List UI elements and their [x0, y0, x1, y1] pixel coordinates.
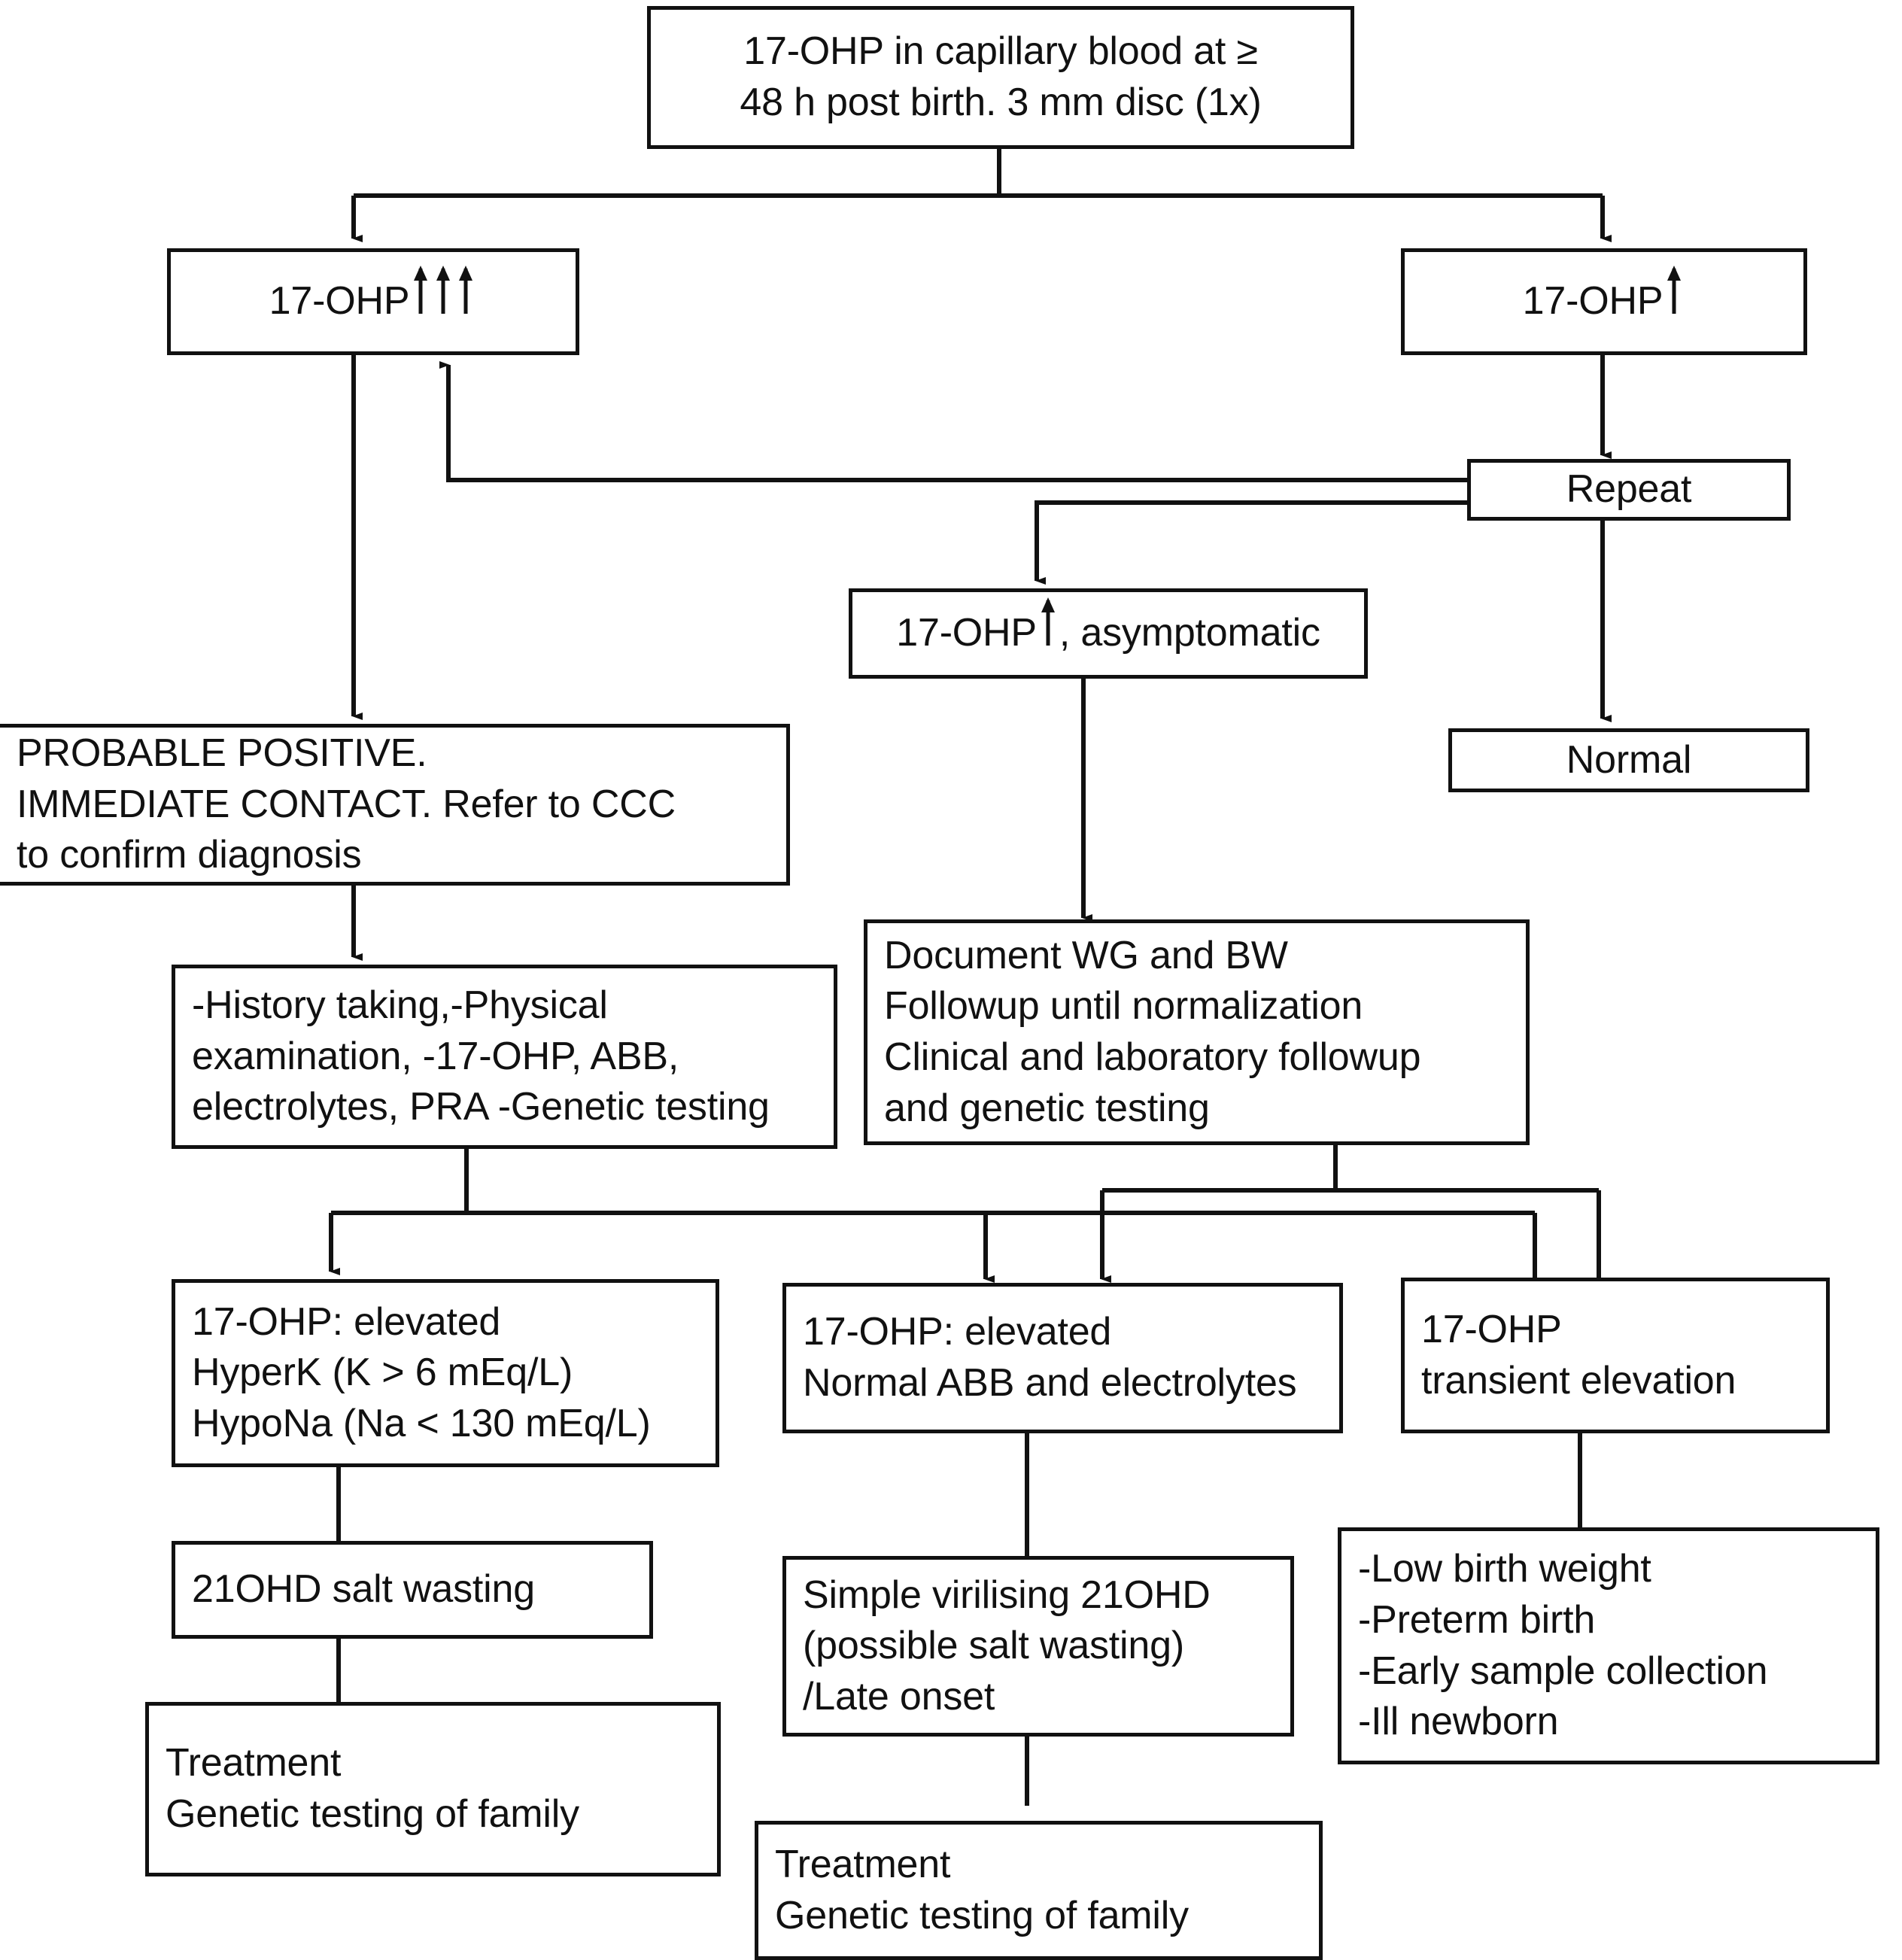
node-transient-causes[interactable]: -Low birth weight -Preterm birth -Early …	[1338, 1527, 1879, 1764]
node-workup[interactable]: -History taking,-Physical examination, -…	[172, 965, 837, 1149]
node-transient-line1: 17-OHP	[1421, 1307, 1562, 1351]
node-screening[interactable]: 17-OHP in capillary blood at ≥ 48 h post…	[647, 6, 1354, 149]
node-workup-line2: examination, -17-OHP, ABB,	[192, 1034, 679, 1078]
node-probable-positive[interactable]: PROBABLE POSITIVE. IMMEDIATE CONTACT. Re…	[0, 724, 790, 886]
node-normal-label: Normal	[1566, 737, 1692, 782]
node-treatment-left-line2: Genetic testing of family	[166, 1792, 579, 1836]
node-probable-positive-line3: to confirm diagnosis	[17, 833, 362, 877]
node-document-line1: Document WG and BW	[884, 933, 1288, 977]
node-salt-wasting[interactable]: 21OHD salt wasting	[172, 1541, 653, 1639]
node-document-line2: Followup until normalization	[884, 984, 1363, 1029]
node-transient-causes-line3: -Early sample collection	[1358, 1649, 1768, 1693]
node-screening-line2: 48 h post birth. 3 mm disc (1x)	[740, 81, 1262, 124]
node-transient-causes-line1: -Low birth weight	[1358, 1547, 1651, 1591]
node-screening-line1: 17-OHP in capillary blood at ≥	[743, 29, 1258, 74]
node-normal[interactable]: Normal	[1448, 728, 1809, 792]
edge-repeat-to-asymptomatic	[1035, 500, 1473, 585]
node-transient-causes-line2: -Preterm birth	[1358, 1597, 1596, 1642]
node-repeat-label: Repeat	[1566, 467, 1692, 512]
node-ohp-triple[interactable]: 17-OHP	[167, 248, 579, 355]
node-workup-line1: -History taking,-Physical	[192, 983, 608, 1028]
node-ohp-single[interactable]: 17-OHP	[1401, 248, 1807, 355]
node-treatment-left-line1: Treatment	[166, 1741, 342, 1785]
node-probable-positive-line2: IMMEDIATE CONTACT. Refer to CCC	[17, 782, 676, 826]
node-treatment-middle-line2: Genetic testing of family	[775, 1893, 1189, 1937]
node-document-line3: Clinical and laboratory followup	[884, 1035, 1421, 1079]
node-document-line4: and genetic testing	[884, 1086, 1210, 1130]
node-salt-losing-labs-line3: HypoNa (Na < 130 mEq/L)	[192, 1401, 651, 1445]
node-transient-line2: transient elevation	[1421, 1358, 1736, 1402]
node-salt-losing-labs-line1: 17-OHP: elevated	[192, 1299, 501, 1344]
node-ohp-triple-label: 17-OHP	[269, 279, 410, 324]
node-salt-wasting-label: 21OHD salt wasting	[192, 1567, 535, 1612]
node-transient[interactable]: 17-OHP transient elevation	[1401, 1278, 1830, 1433]
node-asymptomatic-label-pre: 17-OHP	[896, 611, 1037, 655]
node-normal-labs-line1: 17-OHP: elevated	[803, 1310, 1112, 1354]
node-document[interactable]: Document WG and BW Followup until normal…	[864, 919, 1530, 1145]
node-transient-causes-line4: -Ill newborn	[1358, 1700, 1559, 1744]
node-salt-losing-labs-line2: HyperK (K > 6 mEq/L)	[192, 1351, 573, 1395]
node-repeat[interactable]: Repeat	[1467, 459, 1791, 521]
node-ohp-single-label: 17-OHP	[1522, 279, 1663, 324]
node-simple-virilising-line3: /Late onset	[803, 1674, 995, 1718]
node-normal-labs-line2: Normal ABB and electrolytes	[803, 1361, 1297, 1405]
node-treatment-left[interactable]: Treatment Genetic testing of family	[145, 1702, 721, 1876]
node-simple-virilising[interactable]: Simple virilising 21OHD (possible salt w…	[782, 1556, 1294, 1737]
node-treatment-middle[interactable]: Treatment Genetic testing of family	[755, 1821, 1323, 1960]
node-asymptomatic-label-post: , asymptomatic	[1059, 611, 1320, 655]
node-simple-virilising-line2: (possible salt wasting)	[803, 1624, 1184, 1668]
node-simple-virilising-line1: Simple virilising 21OHD	[803, 1573, 1211, 1617]
node-probable-positive-line1: PROBABLE POSITIVE.	[17, 731, 427, 776]
edge-repeat-to-ohp-triple	[439, 361, 1473, 482]
node-workup-line3: electrolytes, PRA -Genetic testing	[192, 1085, 770, 1129]
node-salt-losing-labs[interactable]: 17-OHP: elevated HyperK (K > 6 mEq/L) Hy…	[172, 1279, 719, 1467]
node-treatment-middle-line1: Treatment	[775, 1842, 951, 1886]
node-asymptomatic[interactable]: 17-OHP , asymptomatic	[849, 588, 1368, 679]
node-normal-labs[interactable]: 17-OHP: elevated Normal ABB and electrol…	[782, 1283, 1343, 1433]
